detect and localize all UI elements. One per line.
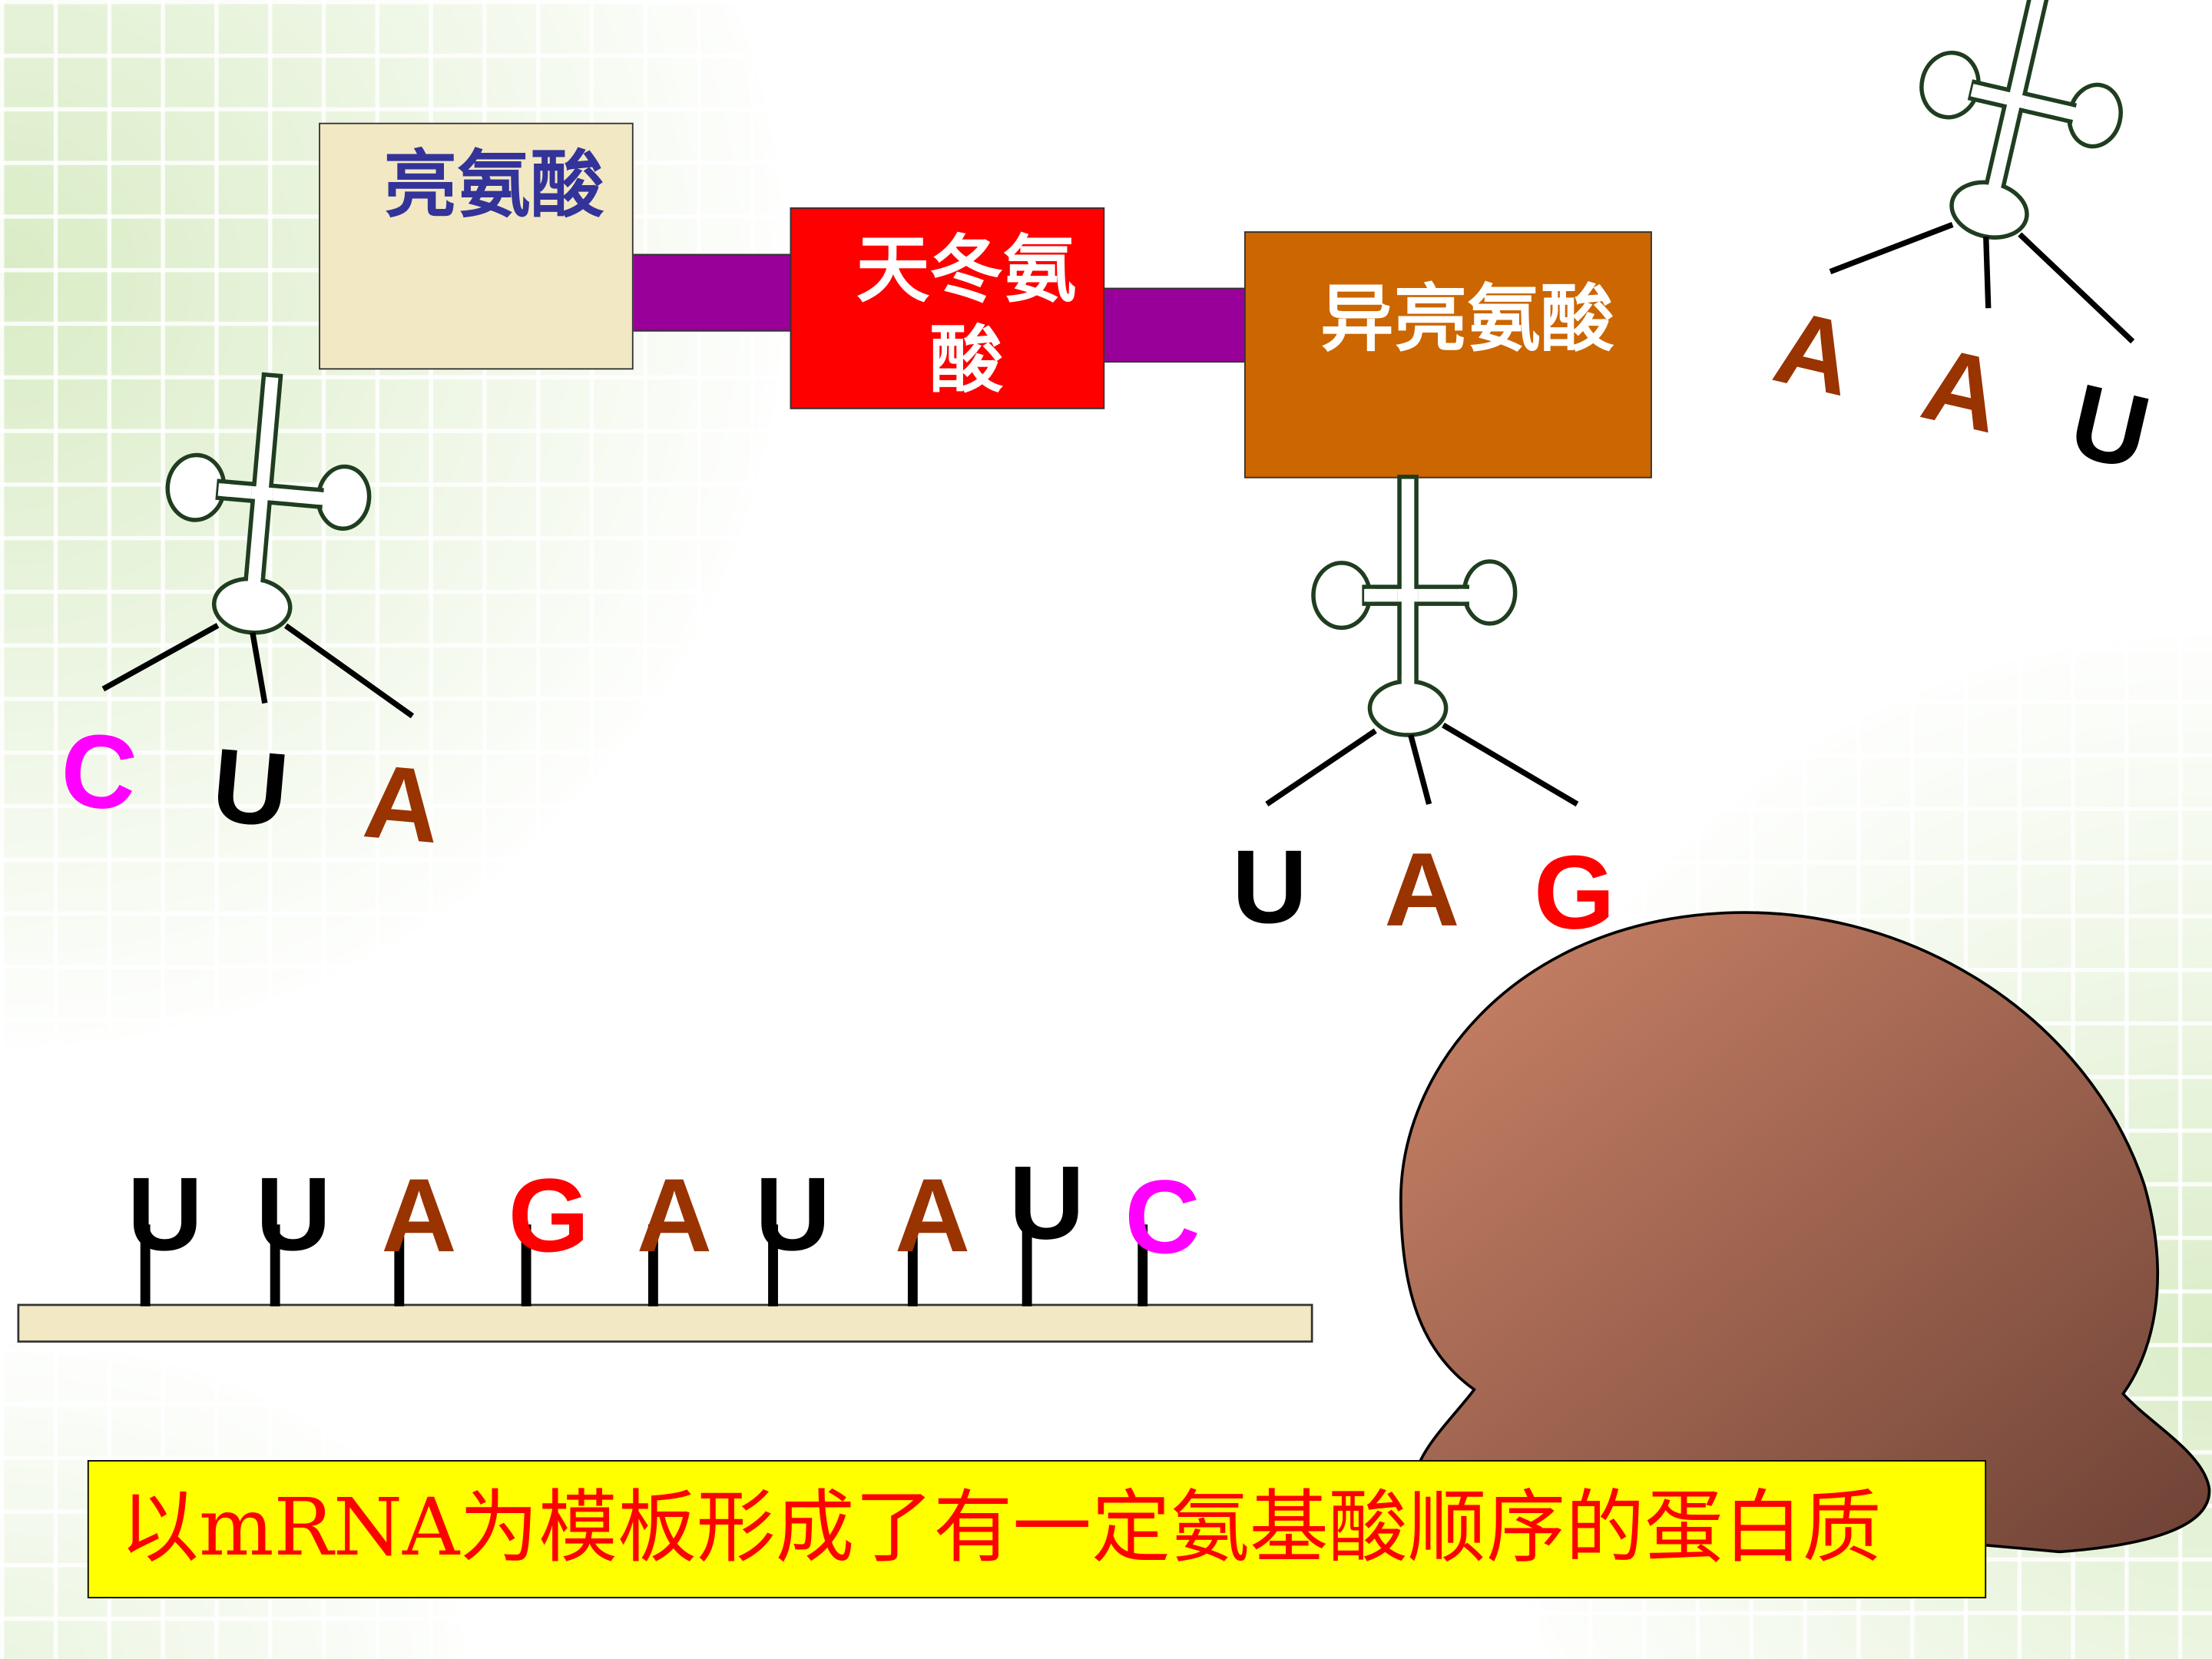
amino-acid-label-isoleucine: 异亮氨酸 [1320, 276, 1614, 363]
trna-left-anticodon-3: A [359, 742, 445, 865]
mrna-base-stalk [647, 1224, 658, 1306]
amino-acid-label-aspartic-acid: 天冬氨酸 [856, 227, 1077, 404]
mrna-base-7: A [895, 1157, 970, 1273]
trna-top-right-anticodon-2: A [1912, 324, 2012, 455]
mrna-base-5: A [637, 1157, 712, 1273]
mrna-base-stalk [270, 1224, 280, 1306]
mrna-base-stalk [521, 1224, 531, 1306]
trna-top-right-shape [1830, 0, 2207, 342]
amino-acid-label-leucine: 亮氨酸 [383, 142, 604, 229]
peptide-bond-1 [622, 253, 793, 332]
trna-top-right-anticodon-1: A [1764, 287, 1864, 418]
mrna-bases: U U A G A U A U C [127, 1144, 1200, 1275]
trna-left-anticodon-1: C [56, 710, 141, 833]
amino-acid-box-aspartic-acid: 天冬氨酸 [790, 207, 1105, 409]
mrna: U U A G A U A U C [17, 1144, 1313, 1343]
mrna-base-2: U [256, 1155, 331, 1272]
trna-left-shape [103, 363, 441, 717]
mrna-base-stalk [907, 1224, 918, 1306]
mrna-base-stalk [394, 1224, 405, 1306]
caption-text: 以mRNA为模板形成了有一定氨基酸顺序的蛋白质 [120, 1482, 1882, 1575]
amino-acid-box-isoleucine: 异亮氨酸 [1244, 231, 1652, 478]
trna-middle-anticodon-1: U [1232, 828, 1307, 945]
trna-top-right: A A U [1764, 0, 2212, 492]
amino-acid-box-leucine: 亮氨酸 [319, 122, 634, 370]
mrna-base-4: G [508, 1157, 590, 1273]
trna-middle: U A G [1232, 477, 1615, 951]
mrna-base-9: C [1124, 1158, 1200, 1275]
mrna-base-1: U [127, 1155, 203, 1272]
mrna-strand [17, 1303, 1313, 1343]
mrna-base-3: A [381, 1157, 456, 1273]
trna-top-right-anticodon-3: U [2060, 361, 2160, 492]
trna-left-anticodon-2: U [207, 726, 293, 849]
mrna-base-8: U [1009, 1144, 1084, 1261]
ribosome [1399, 911, 2211, 1554]
mrna-base-stalks [140, 1224, 1148, 1306]
peptide-bond-2 [1101, 287, 1246, 363]
mrna-base-stalk [1022, 1224, 1032, 1306]
mrna-base-stalk [1137, 1224, 1148, 1306]
mrna-base-6: U [755, 1155, 830, 1272]
trna-middle-anticodon-2: A [1384, 831, 1459, 948]
mrna-base-stalk [768, 1224, 778, 1306]
trna-left: C U A [56, 360, 445, 865]
caption-banner: 以mRNA为模板形成了有一定氨基酸顺序的蛋白质 [87, 1460, 1987, 1599]
mrna-base-stalk [140, 1224, 151, 1306]
trna-middle-anticodon-3: G [1534, 834, 1615, 951]
trna-middle-shape [1267, 477, 1577, 804]
